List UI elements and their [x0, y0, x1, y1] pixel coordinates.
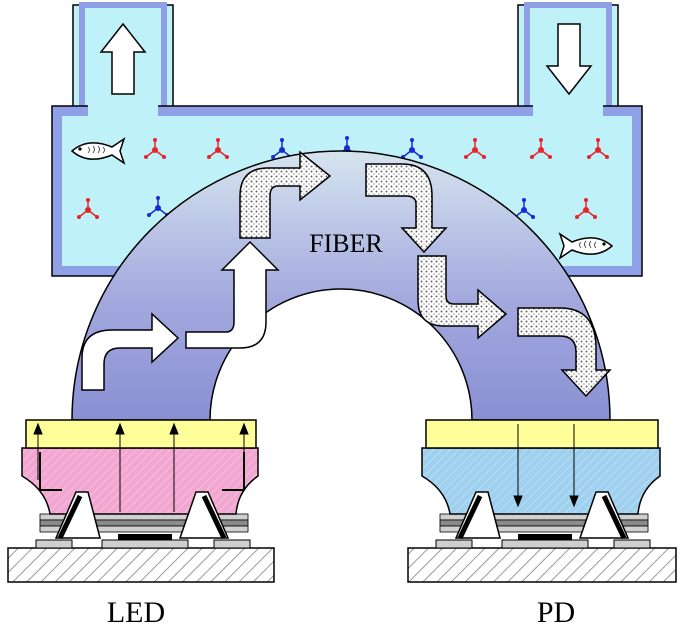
led-device	[7, 419, 275, 583]
pd-chip	[421, 447, 661, 515]
pd-label: PD	[537, 596, 575, 629]
led-lens	[25, 419, 257, 449]
fiber-label: FIBER	[309, 229, 383, 258]
led-label: LED	[107, 596, 165, 629]
arrow-down-icon	[545, 23, 593, 96]
led-substrate	[7, 547, 275, 583]
pd-lens	[425, 419, 659, 449]
emission-arrows	[33, 422, 249, 512]
arrow-up-icon	[99, 22, 147, 95]
led-chip	[21, 447, 259, 515]
pd-device	[407, 419, 677, 583]
fiber-arch	[71, 150, 611, 421]
pd-substrate	[407, 547, 677, 583]
detection-arrows	[513, 424, 579, 508]
light-flow-arrow-icon	[81, 150, 612, 398]
